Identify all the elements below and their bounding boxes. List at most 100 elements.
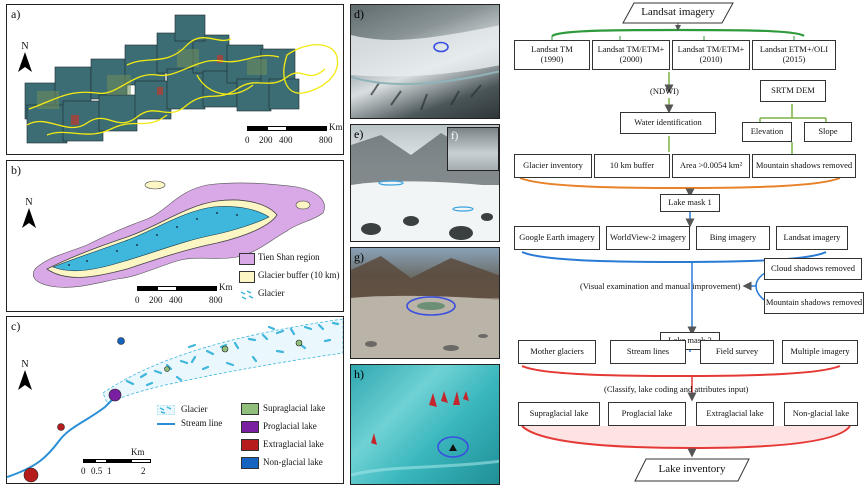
scale-bar-a: Km 0 200 400 800 bbox=[245, 122, 343, 149]
panel-a-label: a) bbox=[11, 7, 21, 21]
flow-row6-1: Proglacial lake bbox=[608, 402, 686, 426]
photo-g: g) bbox=[350, 247, 500, 359]
flow-bottom-label: Lake inventory bbox=[658, 463, 726, 475]
tien-shan-map bbox=[33, 180, 325, 288]
glacier-lake-schematic bbox=[7, 318, 343, 483]
scale-tick-a-3: 800 bbox=[319, 135, 333, 145]
legend-c-swatch-4 bbox=[241, 439, 259, 451]
flow-row6-0: Supraglacial lake bbox=[518, 402, 600, 426]
scale-tick-c-1: 0.5 bbox=[91, 466, 103, 476]
legend-c-label-0: Glacier bbox=[181, 404, 208, 414]
photo-f-label: f) bbox=[451, 130, 459, 142]
glacier-legend-icon bbox=[239, 289, 255, 301]
north-arrow-icon bbox=[22, 208, 36, 228]
photo-e: e) f) bbox=[350, 124, 500, 242]
scale-unit-c: Km bbox=[131, 447, 145, 457]
north-arrow-icon bbox=[18, 370, 32, 390]
legend-b-swatch-1 bbox=[239, 271, 255, 283]
scale-unit-b: Km bbox=[219, 282, 233, 292]
flow-mask1: Lake mask 1 bbox=[660, 194, 720, 212]
legend-c-label-5: Non-glacial lake bbox=[263, 457, 323, 467]
flow-bottom-parallelogram: Lake inventory bbox=[634, 458, 750, 482]
north-label-c: N bbox=[21, 359, 29, 370]
glacier-legend-icon bbox=[157, 405, 175, 415]
parallelogram-shape bbox=[622, 2, 734, 24]
flow-source-0: Landsat TM (1990) bbox=[514, 40, 590, 70]
scale-tick-a-1: 200 bbox=[259, 135, 273, 145]
scale-tick-b-0: 0 bbox=[135, 295, 140, 305]
flow-row3-3: Mountain shadows removed bbox=[752, 154, 856, 178]
scale-tick-a-2: 400 bbox=[279, 135, 293, 145]
flow-source-1: Landsat TM/ETM+ (2000) bbox=[592, 40, 670, 70]
flow-source-2: Landsat TM/ETM+ (2010) bbox=[672, 40, 750, 70]
legend-c-label-3: Proglacial lake bbox=[263, 421, 317, 431]
flow-water: Water identification bbox=[620, 112, 716, 134]
legend-c-label-4: Extraglacial lake bbox=[263, 439, 324, 449]
photo-e-label: e) bbox=[354, 127, 364, 141]
flow-row5-0: Mother glaciers bbox=[518, 340, 596, 364]
north-arrow-c: N bbox=[15, 359, 35, 395]
flow-row4-2: Bing imagery bbox=[696, 226, 770, 250]
legend-c-swatch-3 bbox=[241, 421, 259, 433]
photo-g-graphic bbox=[351, 256, 499, 358]
flow-row4-0: Google Earth imagery bbox=[514, 226, 600, 250]
photo-d-label: d) bbox=[354, 7, 364, 21]
legend-b-label-2: Glacier bbox=[258, 288, 285, 298]
flow-row3-1: 10 km buffer bbox=[594, 154, 670, 178]
north-arrow-a: N bbox=[15, 41, 35, 77]
flow-ndwi: (NDWI) bbox=[650, 86, 679, 96]
panel-b-label: b) bbox=[11, 163, 21, 177]
scale-tick-c-3: 2 bbox=[141, 466, 146, 476]
flow-classify: (Classify, lake coding and attributes in… bbox=[604, 384, 749, 394]
panel-a: a) N bbox=[6, 4, 344, 155]
legend-b-label-1: Glacier buffer (10 km) bbox=[258, 270, 340, 280]
north-arrow-icon bbox=[18, 52, 32, 72]
landsat-mosaic-map bbox=[24, 14, 339, 144]
scale-tick-c-0: 0 bbox=[81, 466, 86, 476]
flow-row4-3: Landsat imagery bbox=[776, 226, 848, 250]
north-label-a: N bbox=[21, 41, 29, 52]
stream-legend-icon bbox=[157, 423, 175, 425]
flow-mountain2: Mountain shadows removed bbox=[764, 292, 864, 314]
parallelogram-shape bbox=[634, 458, 750, 482]
photo-d: d) bbox=[350, 4, 500, 119]
flow-visual: (Visual examination and manual improveme… bbox=[580, 281, 741, 291]
legend-b-swatch-0 bbox=[239, 253, 255, 265]
flow-row3-2: Area >0.0054 km² bbox=[672, 154, 750, 178]
scale-tick-b-1: 200 bbox=[149, 295, 163, 305]
flow-row5-3: Multiple imagery bbox=[782, 340, 858, 364]
photo-g-label: g) bbox=[354, 250, 364, 264]
flow-slope: Slope bbox=[804, 122, 852, 142]
flow-row3-0: Glacier inventory bbox=[514, 154, 592, 178]
scale-tick-a-0: 0 bbox=[245, 135, 250, 145]
scale-tick-b-3: 800 bbox=[209, 295, 223, 305]
scale-tick-c-2: 1 bbox=[107, 466, 112, 476]
photo-d-graphic bbox=[351, 25, 499, 111]
panel-b: b) N Tien Shan region Glacier buffer (10… bbox=[6, 160, 344, 312]
photo-h-graphic bbox=[351, 391, 499, 477]
legend-b-label-0: Tien Shan region bbox=[258, 252, 320, 262]
scale-bar-c: Km 0 0.5 1 2 bbox=[81, 447, 173, 479]
legend-c-swatch-2 bbox=[241, 403, 259, 415]
legend-c-label-1: Stream line bbox=[181, 418, 223, 428]
flow-row5-2: Field survey bbox=[700, 340, 774, 364]
flow-row6-3: Non-glacial lake bbox=[784, 402, 858, 426]
panel-c-label: c) bbox=[11, 319, 21, 333]
photo-h-label: h) bbox=[354, 367, 364, 381]
scale-unit-a: Km bbox=[329, 122, 343, 132]
flow-srtm: SRTM DEM bbox=[760, 80, 826, 102]
north-arrow-b: N bbox=[19, 197, 39, 233]
photo-f: f) bbox=[447, 127, 499, 171]
flow-row4-1: WorldView-2 imagery bbox=[606, 226, 690, 250]
flow-top-parallelogram: Landsat imagery bbox=[622, 2, 734, 24]
flow-elevation: Elevation bbox=[742, 122, 792, 142]
panel-c: c) N Glacier Stream lin bbox=[6, 316, 344, 484]
scale-tick-b-2: 400 bbox=[169, 295, 183, 305]
flow-top-label: Landsat imagery bbox=[641, 6, 715, 18]
legend-c-swatch-5 bbox=[241, 457, 259, 469]
flow-source-3: Landsat ETM+/OLI (2015) bbox=[752, 40, 836, 70]
flow-cloud: Cloud shadows removed bbox=[764, 258, 862, 280]
flow-row5-1: Stream lines bbox=[610, 340, 686, 364]
scale-bar-b: Km 0 200 400 800 bbox=[135, 282, 233, 309]
